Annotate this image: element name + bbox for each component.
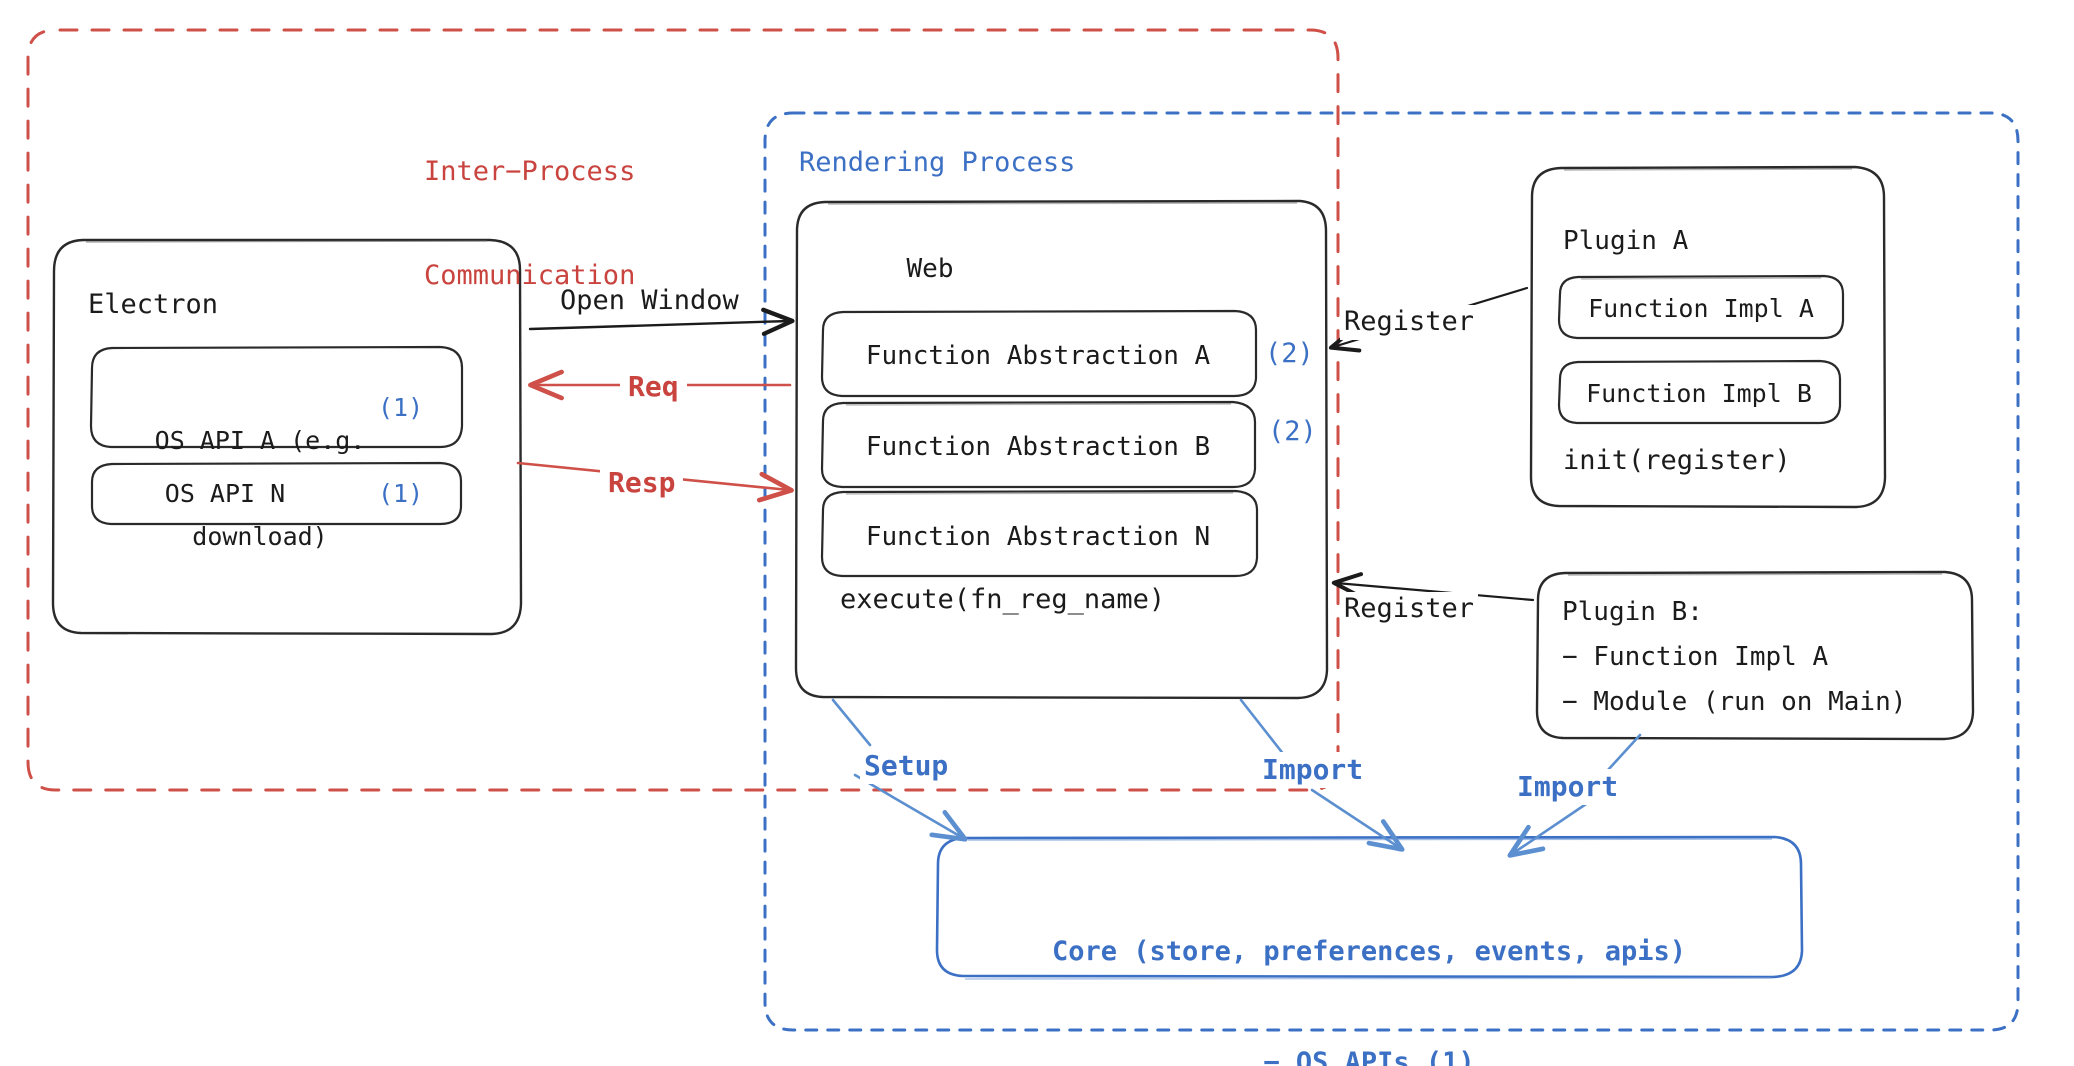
function-impl-b-label: Function Impl B — [1586, 379, 1812, 408]
os-api-n-badge: (1) — [378, 479, 424, 508]
os-api-a-box-border — [89, 345, 464, 449]
electron-box-title: Electron — [88, 289, 219, 320]
ipc-region-label-line1: Inter−Process — [424, 156, 636, 188]
arrow-label-req: Req — [620, 369, 687, 405]
function-impl-a-label: Function Impl A — [1588, 294, 1814, 323]
os-api-n-label: OS API N — [164, 479, 286, 508]
core-box-line-1: Core (store, preferences, events, apis) — [1052, 935, 1686, 967]
ipc-region-border — [26, 28, 1340, 792]
arrow-label-register-plugin-a: Register — [1340, 305, 1479, 340]
os-api-a-label-line2: download) — [192, 522, 328, 551]
arrow-open-window — [528, 307, 795, 336]
arrow-import-web — [1239, 698, 1400, 848]
function-impl-b-box-border — [1557, 359, 1842, 425]
function-abstraction-a-label: Function Abstraction A — [865, 341, 1211, 371]
arrow-label-register-plugin-b: Register — [1340, 592, 1479, 627]
ipc-region-label-line2: Communication — [424, 259, 636, 291]
arrow-label-import-web: Import — [1258, 752, 1368, 788]
plugin-b-line-1: − Function Impl A — [1562, 642, 1829, 672]
rendering-region-label: Rendering Process — [799, 147, 1076, 178]
function-abstraction-b-box-border — [820, 400, 1257, 489]
os-api-a-label-line1: OS API A (e.g. — [154, 426, 366, 455]
arrow-label-resp: Resp — [600, 465, 684, 501]
function-abstraction-n-label: Function Abstraction N — [865, 522, 1211, 552]
core-box-text: Core (store, preferences, events, apis) … — [937, 858, 1801, 1066]
arrow-setup — [831, 698, 963, 838]
web-box-title: Web — [906, 254, 954, 284]
plugin-b-box-border — [1535, 570, 1975, 741]
arrow-label-import-plugin-b: Import — [1513, 769, 1623, 805]
function-abstraction-a-badge: (2) — [1265, 338, 1314, 369]
plugin-b-title: Plugin B: — [1562, 597, 1703, 627]
function-abstraction-b-label: Function Abstraction B — [865, 432, 1211, 462]
function-abstraction-a-box-border — [820, 309, 1258, 398]
plugin-a-title: Plugin A — [1563, 226, 1689, 256]
function-abstraction-n-box-border — [820, 489, 1259, 578]
arrow-import-plugin-b — [1512, 733, 1642, 854]
os-api-a-label: OS API A (e.g. download) — [100, 361, 420, 617]
plugin-a-footer: init(register) — [1563, 445, 1791, 476]
function-abstraction-b-badge: (2) — [1268, 416, 1317, 447]
core-box-line-2: − OS APIs (1) — [1263, 1047, 1475, 1066]
plugin-b-line-2: − Module (run on Main) — [1562, 687, 1907, 717]
ipc-region-label: Inter−Process Communication — [424, 86, 635, 362]
function-impl-a-box-border — [1557, 274, 1845, 340]
web-box-footer: execute(fn_reg_name) — [840, 584, 1166, 615]
arrow-register-plugin-b — [1331, 572, 1535, 602]
arrow-label-open-window: Open Window — [560, 285, 739, 316]
os-api-a-badge: (1) — [378, 393, 424, 422]
arrow-label-setup: Setup — [860, 748, 953, 784]
os-api-n-box-border — [90, 461, 463, 526]
